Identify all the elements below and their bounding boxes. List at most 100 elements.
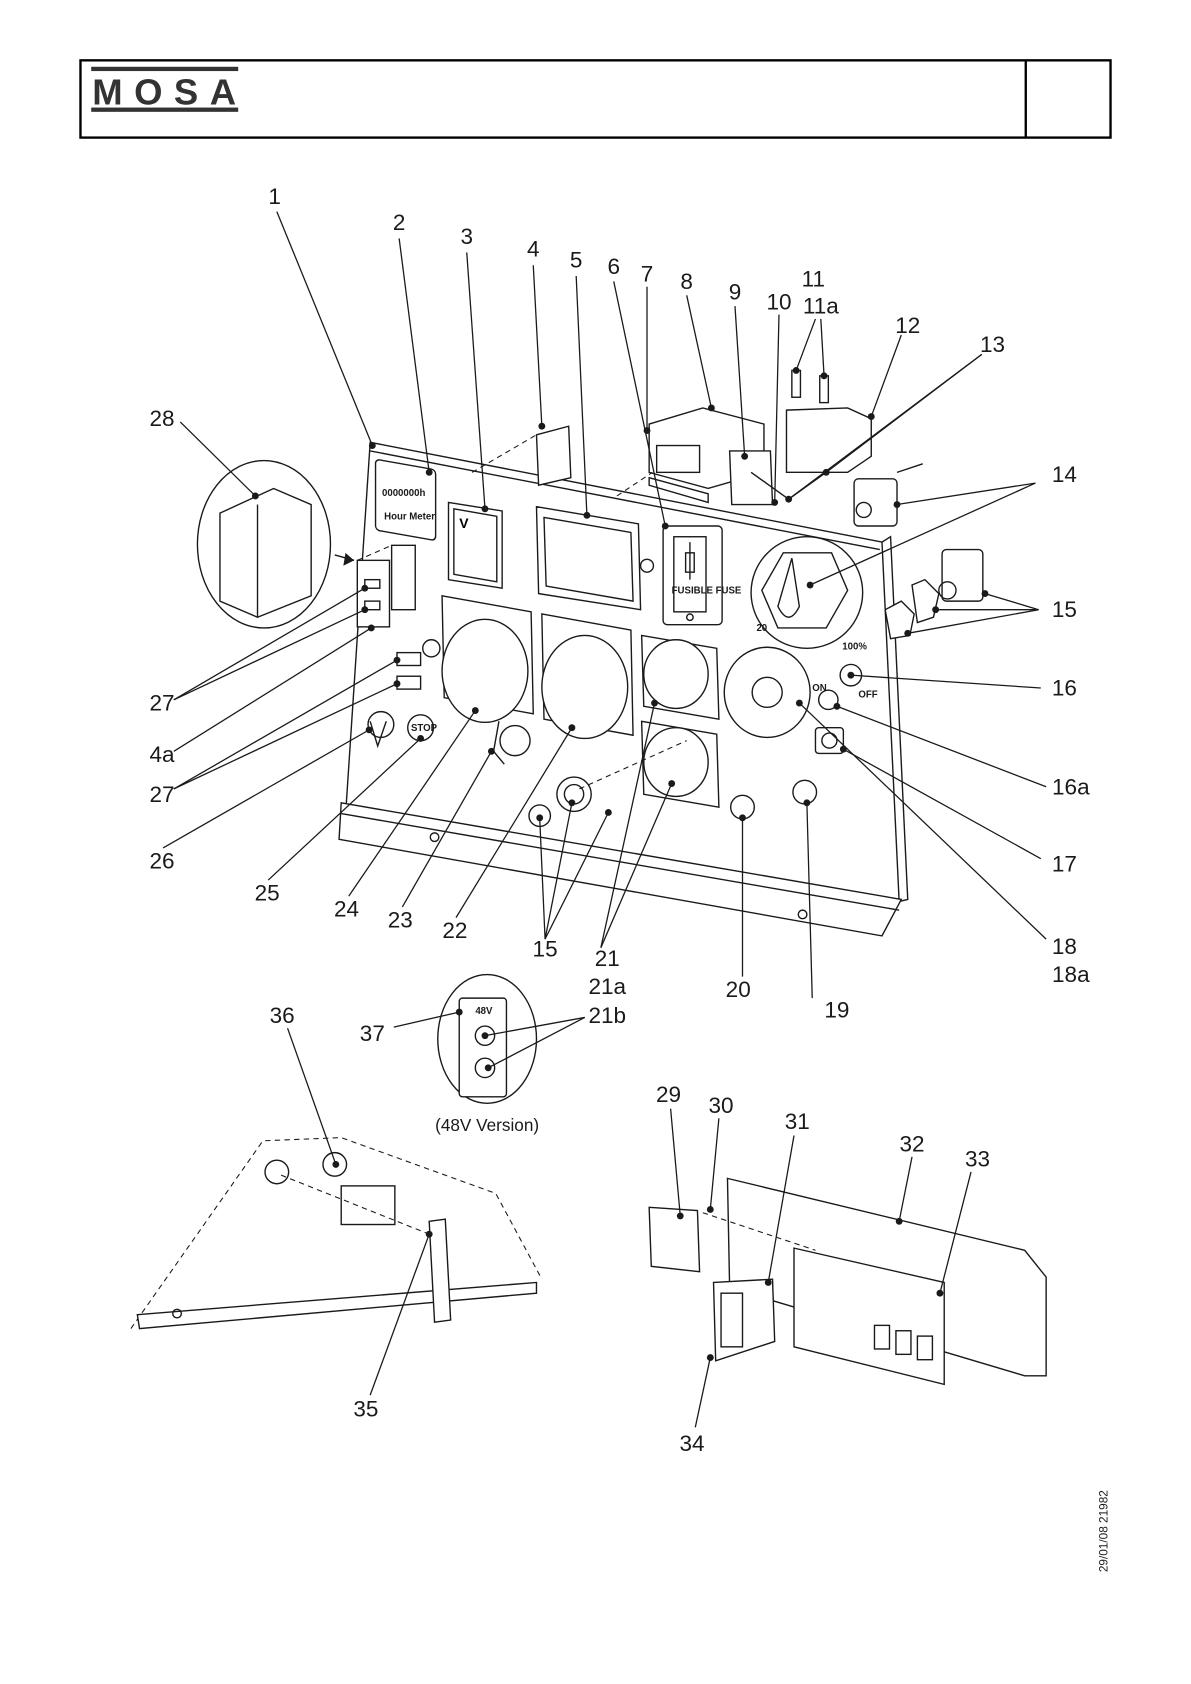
leader-dot xyxy=(425,1230,433,1238)
callout: 27 xyxy=(149,782,174,807)
leader-line xyxy=(788,353,983,500)
leader-line xyxy=(532,265,543,427)
leader-dot xyxy=(893,501,901,508)
callout: 15 xyxy=(533,936,558,961)
leader-line xyxy=(487,1016,586,1069)
leader-line xyxy=(173,609,366,701)
leader-dot xyxy=(771,498,779,506)
pcb-assembly xyxy=(648,1177,1047,1386)
leader-line xyxy=(173,659,398,790)
socket-21-upper xyxy=(640,634,720,720)
hour-meter: 0000000h Hour Meter xyxy=(374,459,437,541)
leader-dot xyxy=(471,707,479,714)
leader-dot xyxy=(417,735,425,742)
leader-dot xyxy=(904,629,912,637)
svg-text:Hour Meter: Hour Meter xyxy=(384,512,435,523)
socket-left xyxy=(422,594,534,724)
leader-line xyxy=(466,252,486,509)
leader-line xyxy=(850,674,1041,689)
key-switch-26 xyxy=(367,710,395,749)
leader-lines xyxy=(162,211,1047,1428)
leader-dot xyxy=(393,656,401,664)
svg-text:MOSA: MOSA xyxy=(92,71,236,112)
callout: 29 xyxy=(656,1082,681,1107)
socket-middle xyxy=(541,613,634,740)
callout: 13 xyxy=(980,332,1005,357)
callout: 37 xyxy=(360,1021,385,1046)
leader-dot xyxy=(365,726,373,734)
leader-dot xyxy=(643,427,651,434)
callout: 15 xyxy=(1052,597,1077,622)
callout: 10 xyxy=(766,289,791,314)
leader-line xyxy=(836,705,1047,788)
drawing-code: 29/01/08 21982 xyxy=(1096,1490,1110,1572)
mosa-logo: MOSA xyxy=(91,66,239,112)
leader-dot xyxy=(867,413,875,420)
leader-line xyxy=(820,318,825,376)
leader-line xyxy=(393,1011,460,1028)
leader-line xyxy=(173,683,398,790)
leader-dot xyxy=(764,1279,772,1286)
leader-dot xyxy=(847,671,855,679)
callout: 9 xyxy=(729,280,742,305)
leader-line xyxy=(286,1027,337,1165)
leader-dot xyxy=(981,590,989,598)
leader-line xyxy=(544,812,609,940)
callout: 36 xyxy=(270,1003,295,1028)
leader-dot xyxy=(583,511,591,519)
connector-17 xyxy=(814,727,845,755)
callout: 11a xyxy=(803,294,839,319)
callout: 21b xyxy=(589,1003,627,1028)
leader-dot xyxy=(803,799,811,807)
svg-text:20: 20 xyxy=(756,623,767,634)
leader-line xyxy=(173,587,366,701)
leader-dot xyxy=(936,1289,944,1297)
leader-dot xyxy=(568,724,576,732)
leader-dot xyxy=(361,606,369,614)
svg-text:0000000h: 0000000h xyxy=(382,488,426,499)
callout: 27 xyxy=(149,691,174,716)
callout: 34 xyxy=(680,1431,705,1456)
leader-dot xyxy=(707,404,715,412)
leader-dot xyxy=(481,505,489,513)
leader-line xyxy=(484,1016,585,1037)
leader-line xyxy=(613,281,666,527)
leader-line xyxy=(809,482,1036,586)
leader-dot xyxy=(361,584,369,592)
callout: 19 xyxy=(824,997,849,1022)
fuse-holder: FUSIBLE FUSE xyxy=(662,525,742,626)
leader-line xyxy=(669,1108,681,1216)
leader-dot xyxy=(833,702,841,710)
leader-dot xyxy=(481,1032,489,1040)
switch-16: OFF ON xyxy=(812,663,878,711)
leader-line xyxy=(173,627,372,752)
callout: 28 xyxy=(149,406,174,431)
leader-line xyxy=(575,275,588,516)
svg-text:100%: 100% xyxy=(842,641,867,652)
leader-dot xyxy=(536,814,544,822)
leader-line xyxy=(179,421,256,497)
leader-line xyxy=(939,1171,972,1294)
leader-line xyxy=(795,318,817,371)
control-panel: 0000000h Hour Meter V FUSIBLE FUSE xyxy=(338,441,909,937)
selector-knob: 20 100% xyxy=(750,536,867,652)
leader-dot xyxy=(739,814,746,822)
leader-dot xyxy=(932,606,940,614)
callout: 12 xyxy=(895,313,920,338)
leader-dot xyxy=(651,699,658,707)
callout: 24 xyxy=(334,897,359,922)
callout: 21a xyxy=(589,974,627,999)
leader-line xyxy=(798,702,1047,940)
label-plate-27 xyxy=(356,559,391,628)
callout: 6 xyxy=(607,254,620,279)
callout: 35 xyxy=(353,1397,378,1422)
leader-dot xyxy=(668,780,676,787)
leader-dot xyxy=(367,624,375,632)
leader-dot xyxy=(661,522,669,530)
leader-line xyxy=(870,334,902,417)
display-housing xyxy=(535,505,655,611)
leader-line xyxy=(369,1233,430,1396)
leader-line xyxy=(401,751,492,908)
callout: 31 xyxy=(785,1109,810,1134)
leader-dot xyxy=(822,468,830,476)
